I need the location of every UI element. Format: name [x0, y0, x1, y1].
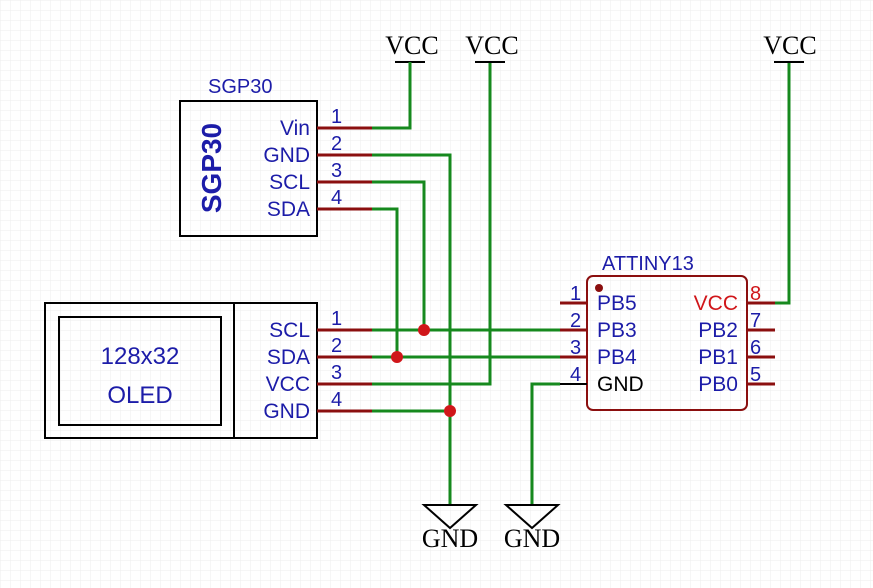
- wire-oled-vcc[interactable]: [372, 62, 492, 386]
- attiny-pin-name: VCC: [694, 292, 738, 315]
- vcc-symbol-1[interactable]: VCC: [385, 31, 439, 88]
- attiny-pin-number: 8: [750, 283, 761, 305]
- gnd-label: GND: [422, 524, 478, 553]
- oled-symbol[interactable]: 128x32 OLED SCL SDA VCC GND 1 2 3 4: [44, 302, 372, 439]
- wires: [372, 62, 791, 505]
- wire-sgp-gnd[interactable]: [372, 153, 452, 505]
- sgp30-pin-name: GND: [263, 144, 310, 167]
- junctions: [391, 324, 456, 417]
- junction-gnd: [444, 405, 456, 417]
- sgp30-pin-number: 3: [331, 160, 342, 182]
- attiny-pin-name: GND: [597, 373, 644, 396]
- wire-sgp-sda[interactable]: [372, 207, 399, 357]
- oled-pin-number: 3: [331, 362, 342, 384]
- oled-pin-name: VCC: [266, 373, 310, 396]
- sgp30-pin-name: Vin: [280, 117, 310, 140]
- vcc-symbol-3[interactable]: VCC: [763, 31, 817, 63]
- attiny-pin-name: PB4: [597, 346, 637, 369]
- oled-pin-name: GND: [263, 400, 310, 423]
- oled-screen: [58, 316, 222, 426]
- attiny-pin-number: 6: [750, 337, 761, 359]
- attiny-pin-name: PB1: [698, 346, 738, 369]
- sgp30-pin-number: 2: [331, 133, 342, 155]
- junction-sda: [391, 351, 403, 363]
- attiny-pin-number: 7: [750, 310, 761, 332]
- junction-scl: [418, 324, 430, 336]
- sgp30-body: [179, 100, 318, 237]
- vcc-symbol-2[interactable]: VCC: [465, 31, 519, 63]
- sgp30-symbol[interactable]: SGP30 SGP30 Vin GND SCL SDA 1 2 3 4: [179, 76, 372, 237]
- oled-pin-name: SDA: [267, 346, 310, 369]
- gnd-label: GND: [504, 524, 560, 553]
- sgp30-pin-number: 4: [331, 187, 342, 209]
- wire-sgp-scl[interactable]: [372, 180, 426, 330]
- vcc-label: VCC: [763, 31, 816, 60]
- gnd-symbol-2[interactable]: GND: [503, 504, 561, 553]
- sgp30-pin-number: 1: [331, 106, 342, 128]
- pin1-marker-dot: [595, 284, 603, 292]
- attiny-pin-name: PB5: [597, 292, 637, 315]
- wire-attiny-gnd[interactable]: [530, 382, 560, 505]
- attiny-pin-name: PB3: [597, 319, 637, 342]
- oled-line1: 128x32: [101, 343, 180, 370]
- attiny-pin-number: 1: [570, 283, 581, 305]
- sgp30-body-label: SGP30: [196, 123, 227, 213]
- attiny-pin-number: 4: [570, 364, 581, 386]
- oled-line2: OLED: [107, 382, 172, 409]
- attiny-pin-name: PB2: [698, 319, 738, 342]
- sgp30-title: SGP30: [208, 76, 272, 98]
- oled-pin-name: SCL: [269, 319, 310, 342]
- attiny-pin-number: 2: [570, 310, 581, 332]
- oled-pin-number: 2: [331, 335, 342, 357]
- vcc-label: VCC: [385, 31, 438, 60]
- oled-body: [44, 302, 318, 439]
- vcc-label: VCC: [465, 31, 518, 60]
- sgp30-pin-name: SDA: [267, 198, 310, 221]
- attiny13-title: ATTINY13: [602, 253, 694, 275]
- sgp30-pin-name: SCL: [269, 171, 310, 194]
- attiny-pin-number: 5: [750, 364, 761, 386]
- attiny-pin-number: 3: [570, 337, 581, 359]
- oled-pin-number: 1: [331, 308, 342, 330]
- attiny13-symbol[interactable]: ATTINY13 1 2 3 4 PB5 PB3 PB4 GND 8 7 6 5…: [560, 253, 775, 411]
- attiny-pin-name: PB0: [698, 373, 738, 396]
- wire-attiny-vcc[interactable]: [775, 62, 791, 305]
- gnd-symbol-1[interactable]: GND: [421, 504, 479, 553]
- oled-pin-number: 4: [331, 389, 342, 411]
- attiny13-body: [586, 275, 748, 411]
